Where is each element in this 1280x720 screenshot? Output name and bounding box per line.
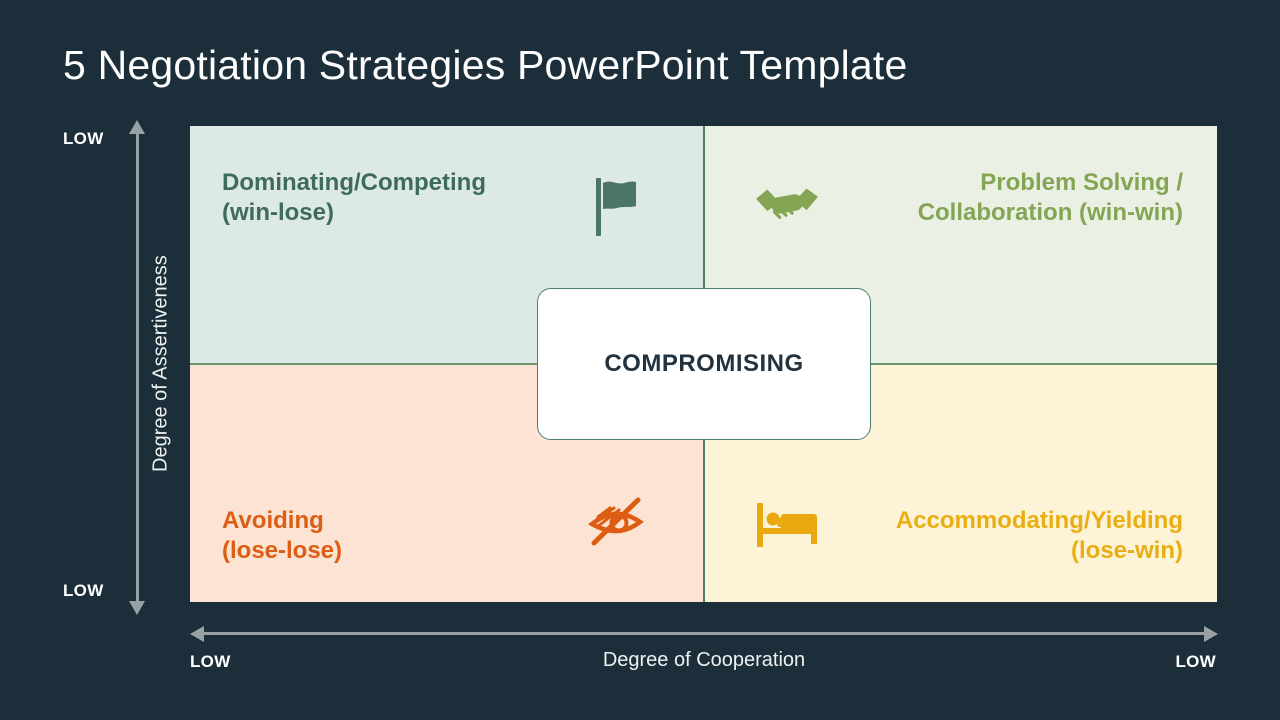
x-axis-left-low-label: LOW — [190, 652, 231, 671]
compromising-box: COMPROMISING — [537, 288, 871, 440]
sleeping-bed-icon — [755, 501, 819, 549]
dominating-competing-line1: Dominating/Competing — [222, 169, 486, 196]
avoiding-line2: (lose-lose) — [222, 537, 343, 564]
x-axis-right-low-label: LOW — [1175, 652, 1216, 671]
y-axis-arrowhead-down-icon — [129, 601, 145, 615]
compromising-label: COMPROMISING — [604, 350, 804, 377]
y-axis-top-low-label: LOW — [63, 129, 104, 148]
avoiding-line1: Avoiding — [222, 507, 324, 534]
accommodating-line1: Accommodating/Yielding — [895, 507, 1183, 534]
avoiding-label: Avoiding (lose-lose) — [222, 506, 342, 566]
x-axis-arrowhead-left-icon — [190, 625, 204, 642]
hidden-eye-icon — [586, 488, 646, 554]
y-axis-arrowhead-up-icon — [129, 120, 145, 134]
y-axis-arrow — [136, 133, 139, 603]
x-axis-arrowhead-right-icon — [1204, 625, 1218, 642]
accommodating-line2: (lose-win) — [1071, 537, 1183, 564]
handshake-icon — [754, 184, 820, 228]
slide-title: 5 Negotiation Strategies PowerPoint Temp… — [63, 42, 908, 88]
accommodating-label: Accommodating/Yielding (lose-win) — [896, 506, 1183, 566]
dominating-competing-line2: (win-lose) — [222, 199, 334, 226]
x-axis-arrow — [202, 632, 1206, 635]
dominating-competing-label: Dominating/Competing (win-lose) — [222, 168, 486, 228]
y-axis-title: Degree of Assertiveness — [149, 255, 172, 473]
y-axis-bottom-low-label: LOW — [63, 581, 104, 600]
problem-solving-line1: Problem Solving / — [980, 169, 1183, 196]
problem-solving-label: Problem Solving / Collaboration (win-win… — [918, 168, 1183, 228]
flag-icon — [590, 176, 640, 238]
x-axis-title: Degree of Cooperation — [602, 649, 806, 671]
problem-solving-line2: Collaboration (win-win) — [917, 199, 1183, 226]
